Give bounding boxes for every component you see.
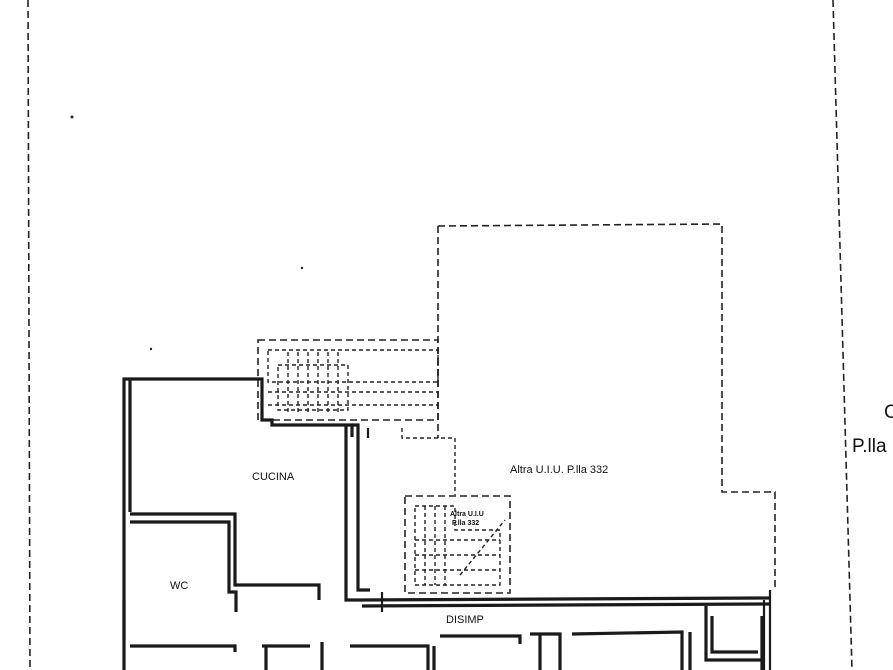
room-label-cucina: CUCINA [252, 471, 295, 483]
speck [300, 266, 304, 270]
room-label-disimp: DISIMP [446, 614, 484, 626]
lower-stair [404, 495, 511, 594]
stair-label-line1: Altra U.I.U [450, 511, 484, 518]
boundary-left [27, 0, 31, 670]
side-label-line1: C [884, 402, 893, 423]
speck [70, 115, 74, 119]
stair-label-line2: P.lla 332 [452, 520, 479, 527]
walls [122, 377, 772, 670]
side-label-line2: P.lla [852, 436, 887, 457]
room-label-wc: WC [170, 580, 188, 592]
speck [149, 347, 153, 351]
other-unit-outline [437, 223, 776, 590]
boundary-right [832, 0, 853, 670]
other-unit-label: Altra U.I.U. P.lla 332 [510, 464, 608, 476]
dashed-segment [401, 428, 456, 495]
upper-stair [257, 339, 439, 421]
